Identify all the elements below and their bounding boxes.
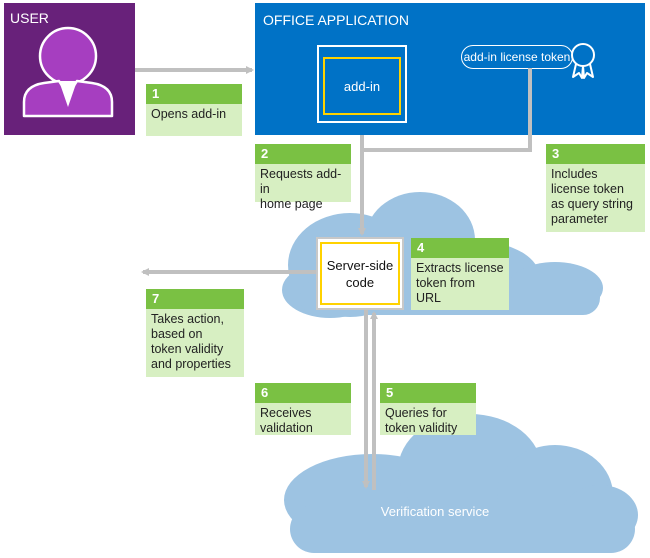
step-5-number: 5 [380,383,476,403]
step-7-box: 7 Takes action, based on token validity … [146,289,244,377]
step-1-text: Opens add-in [146,104,242,125]
step-6-number: 6 [255,383,351,403]
lower-cloud [284,414,638,553]
step-4-text: Extracts license token from URL [411,258,509,309]
step-6-text: Receives validation [255,403,351,439]
office-application-title: OFFICE APPLICATION [263,12,409,28]
step-1-number: 1 [146,84,242,104]
step-3-line-1: Includes [551,167,598,181]
step-5-box: 5 Queries for token validity [380,383,476,435]
step-2-text: Requests add-in home page [255,164,351,215]
step-4-box: 4 Extracts license token from URL [411,238,509,310]
add-in-label: add-in [323,57,401,115]
step-7-line-2: based on [151,327,203,341]
step-7-line-4: and properties [151,357,231,371]
step-1-line-1: Opens add-in [151,107,227,121]
step-7-text: Takes action, based on token validity an… [146,309,244,375]
step-2-number: 2 [255,144,351,164]
step-7-line-3: token validity [151,342,224,356]
add-in-frame[interactable]: add-in [317,45,407,123]
user-icon [22,26,114,118]
verification-service-label: Verification service [380,504,490,519]
step-3-line-2: license token [551,182,624,196]
step-3-text: Includes license token as query string p… [546,164,645,230]
office-application-panel: OFFICE APPLICATION add-in add-in license… [255,3,645,135]
user-panel: USER [4,3,135,135]
step-4-line-1: Extracts license [416,261,504,275]
step-6-line-1: Receives [260,406,312,420]
step-7-line-1: Takes action, [151,312,224,326]
step-2-line-2: home page [260,197,323,211]
user-title: USER [10,10,49,26]
step-1-box: 1 Opens add-in [146,84,242,136]
step-4-line-2: token from [416,276,476,290]
step-6-box: 6 Receives validation [255,383,351,435]
step-3-line-4: parameter [551,212,608,226]
step-2-box: 2 Requests add-in home page [255,144,351,211]
step-3-box: 3 Includes license token as query string… [546,144,645,232]
step-6-line-2: validation [260,421,313,435]
server-side-code-box: Server-side code [316,237,404,310]
step-7-number: 7 [146,289,244,309]
server-label-line-2: code [345,274,375,290]
step-5-line-2: token validity [385,421,458,435]
step-3-number: 3 [546,144,645,164]
server-side-code-label: Server-side code [320,242,400,305]
step-4-number: 4 [411,238,509,258]
certificate-ribbon-icon [571,43,595,79]
step-5-text: Queries for token validity [380,403,476,439]
step-2-line-1: Requests add-in [260,167,342,196]
step-3-line-3: as query string [551,197,633,211]
step-5-line-1: Queries for [385,406,447,420]
server-label-line-1: Server-side [326,257,394,273]
token-merge-line [362,68,532,152]
step-4-line-3: URL [416,291,442,305]
